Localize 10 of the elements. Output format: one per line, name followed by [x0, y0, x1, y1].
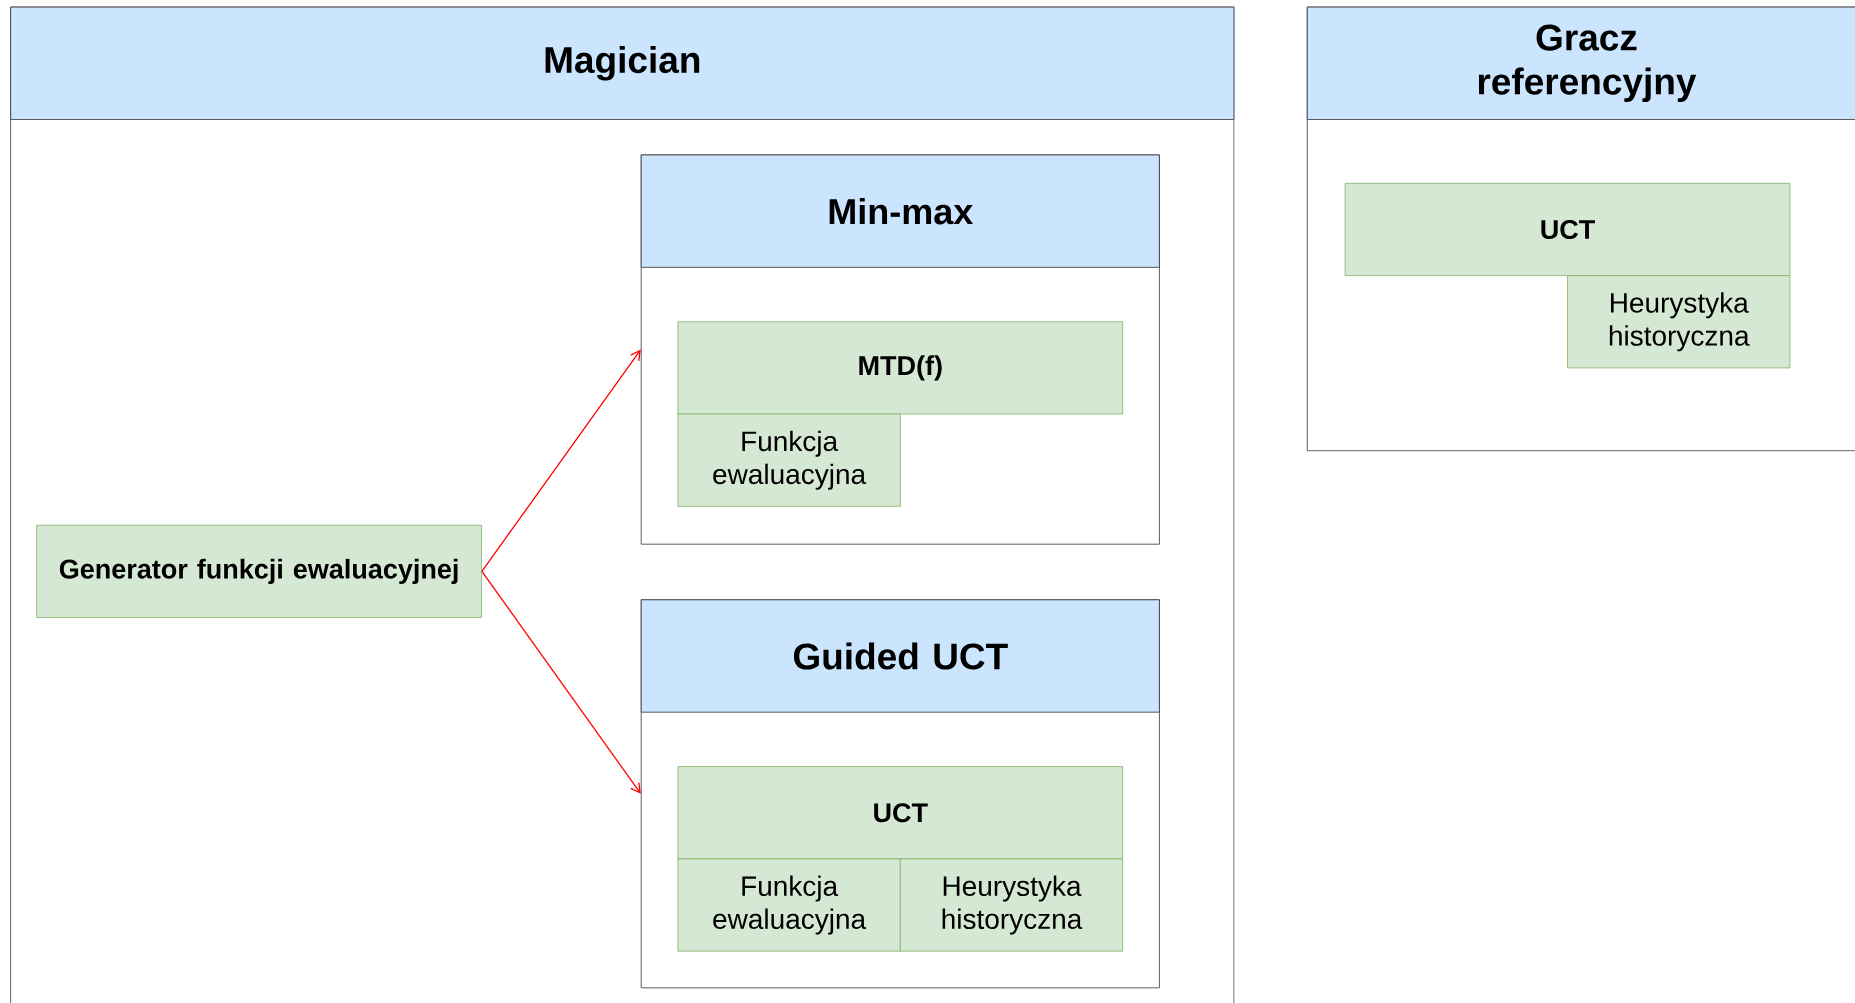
process-box: Heurystyka historyczna	[899, 858, 1124, 952]
process-box: Funkcja ewaluacyjna	[677, 858, 901, 952]
process-box: Generator funkcji ewaluacyjnej	[36, 524, 482, 618]
process-box: UCT	[1344, 182, 1791, 276]
arrow	[481, 349, 641, 572]
process-box: Funkcja ewaluacyjna	[677, 413, 901, 507]
process-box: Heurystyka historyczna	[1567, 275, 1791, 369]
process-box: UCT	[677, 766, 1124, 860]
process-box: MTD(f)	[677, 321, 1124, 415]
arrow	[481, 570, 641, 794]
